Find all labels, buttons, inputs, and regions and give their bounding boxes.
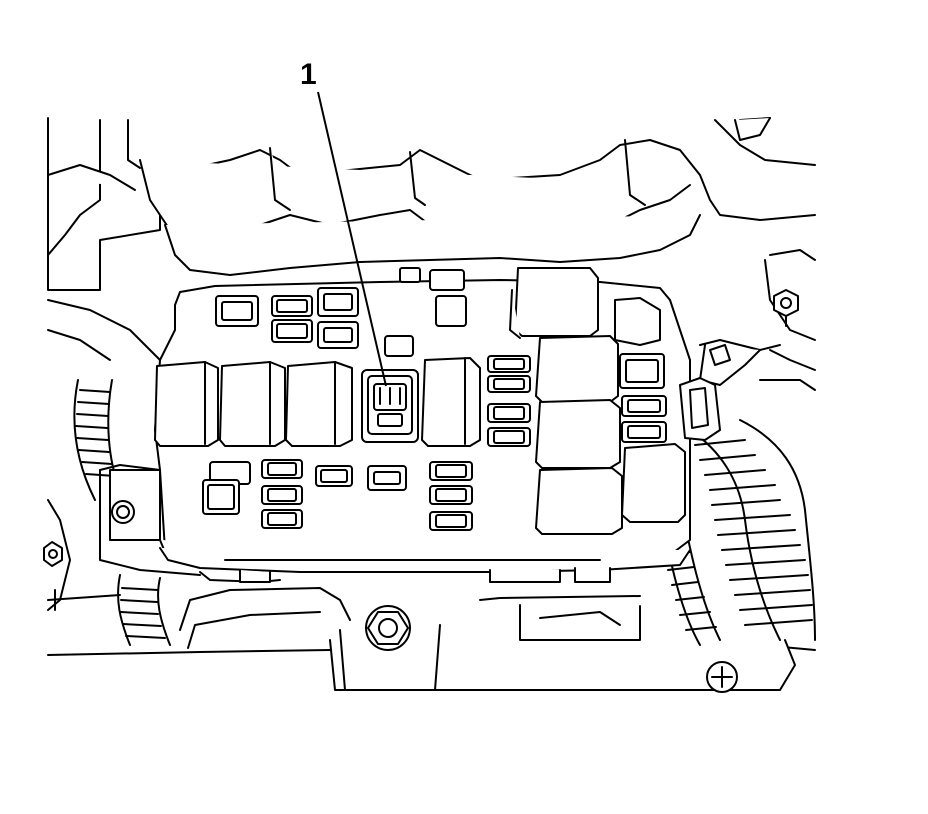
relay-large-9 (622, 444, 685, 522)
relay-large-8 (536, 468, 622, 534)
relay-large-5 (510, 268, 598, 338)
engine-background-structure (48, 118, 815, 690)
relay-large-2 (220, 362, 285, 446)
callout-1-label: 1 (300, 58, 317, 91)
fuse-row-top-left (216, 268, 466, 356)
hex-nut-left (44, 542, 62, 566)
relay-large-3 (286, 362, 352, 446)
fuse-row-bottom (203, 460, 472, 530)
fuse-column-mid (488, 354, 666, 446)
relay-large-6 (536, 336, 618, 402)
hex-nut-upper-right (774, 290, 798, 326)
relay-large-7 (536, 400, 620, 468)
wire-harness-right (660, 420, 815, 645)
callout-1-leader-line (318, 92, 386, 386)
relay-large-1 (155, 362, 218, 446)
relay-callout-1 (362, 370, 418, 442)
relay-large-4 (422, 358, 480, 446)
callout-1-group: 1 (300, 58, 386, 386)
